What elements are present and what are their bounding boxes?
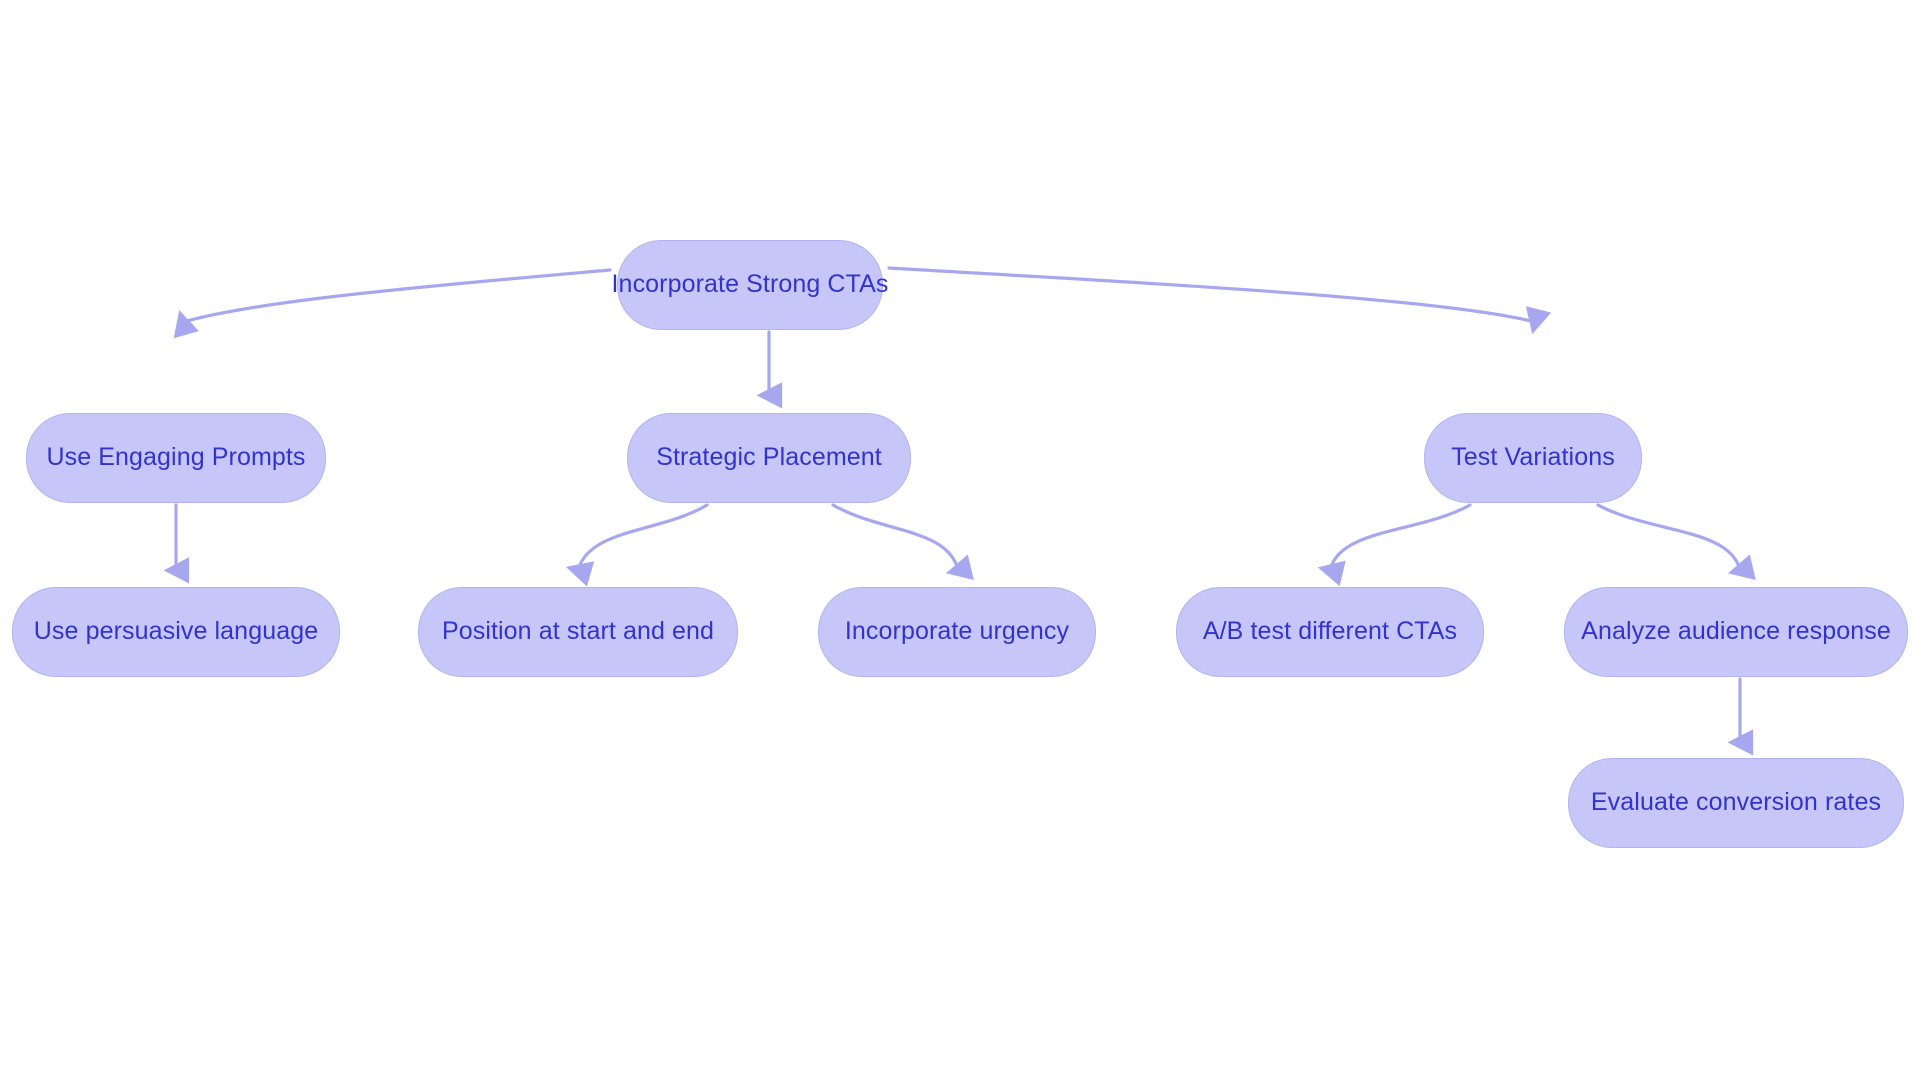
edge-root-to-use-engaging-prompts	[173, 268, 612, 339]
node-use-engaging-prompts[interactable]: Use Engaging Prompts	[26, 413, 326, 503]
node-label: Strategic Placement	[656, 443, 882, 472]
node-label: Use Engaging Prompts	[46, 443, 306, 472]
node-label: Test Variations	[1451, 443, 1615, 472]
node-label: Incorporate Strong CTAs	[611, 270, 889, 299]
node-label: Incorporate urgency	[844, 617, 1070, 646]
node-position-at-start-and-end[interactable]: Position at start and end	[418, 587, 738, 677]
node-label: A/B test different CTAs	[1202, 617, 1458, 646]
node-label: Position at start and end	[441, 617, 715, 646]
node-incorporate-urgency[interactable]: Incorporate urgency	[818, 587, 1096, 677]
edge-root-to-test-variations	[887, 266, 1552, 335]
edge-strategic-placement-to-incorporate-urgency	[831, 503, 974, 581]
edges-group	[163, 266, 1756, 756]
edge-test-variations-to-ab-test-different-ctas	[1317, 503, 1472, 587]
node-incorporate-strong-ctas[interactable]: Incorporate Strong CTAs	[612, 240, 888, 330]
node-label: Analyze audience response	[1581, 617, 1891, 646]
node-evaluate-conversion-rates[interactable]: Evaluate conversion rates	[1568, 758, 1904, 848]
node-use-persuasive-language[interactable]: Use persuasive language	[12, 587, 340, 677]
node-analyze-audience-response[interactable]: Analyze audience response	[1564, 587, 1908, 677]
node-label: Evaluate conversion rates	[1590, 788, 1882, 817]
node-strategic-placement[interactable]: Strategic Placement	[627, 413, 911, 503]
node-ab-test-different-ctas[interactable]: A/B test different CTAs	[1176, 587, 1484, 677]
edge-test-variations-to-analyze-audience-response	[1596, 503, 1756, 581]
node-label: Use persuasive language	[33, 617, 319, 646]
edge-strategic-placement-to-position-at-start-and-end	[565, 503, 709, 587]
node-test-variations[interactable]: Test Variations	[1424, 413, 1642, 503]
